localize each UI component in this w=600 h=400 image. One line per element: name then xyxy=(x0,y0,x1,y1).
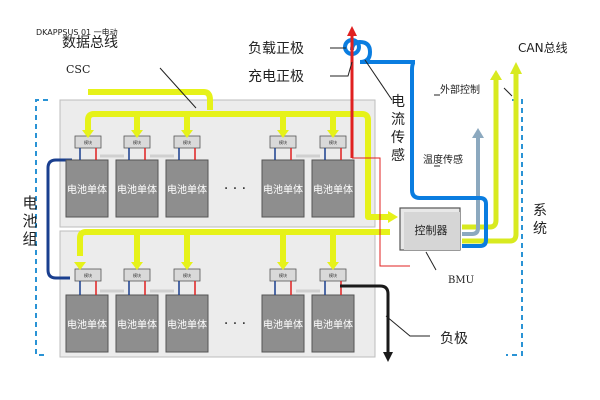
current-sensor-char: 电 xyxy=(391,94,405,110)
system-vertical-label: 系 统 xyxy=(533,203,547,237)
system-char: 系 xyxy=(533,203,547,219)
module-tag: 模块 xyxy=(329,139,337,145)
cell-label: 电池单体 xyxy=(67,318,107,331)
cell-label: 电池单体 xyxy=(313,183,353,196)
data-bus xyxy=(77,89,390,266)
module-tag: 模块 xyxy=(84,272,92,278)
cell xyxy=(165,159,209,218)
module-tag: 模块 xyxy=(183,139,191,145)
module-tag: 模块 xyxy=(133,139,141,145)
current-sensor-char: 传 xyxy=(391,130,405,146)
cell-label: 电池单体 xyxy=(167,183,207,196)
cell xyxy=(65,159,109,218)
negative-arrowhead xyxy=(383,352,393,362)
temp-sense-line xyxy=(462,136,480,236)
lower-cells xyxy=(65,294,355,353)
charge-positive-arrowhead xyxy=(347,26,357,36)
cell-label: 电池单体 xyxy=(263,318,303,331)
cell-label: 电池单体 xyxy=(117,183,157,196)
cell xyxy=(311,294,355,353)
controller-label: 控制器 xyxy=(415,223,448,237)
csc-modules-upper xyxy=(74,135,347,149)
cell xyxy=(261,159,305,218)
charge-positive-label: 充电正极 xyxy=(248,69,304,85)
negative-label: 负极 xyxy=(440,331,468,347)
bmu-sense-line xyxy=(352,157,410,267)
upper-cells xyxy=(65,159,355,218)
system-char: 统 xyxy=(533,221,547,237)
sense-wires xyxy=(79,148,342,295)
top-overlap-label: DKAPPSUS 01 一电动 xyxy=(36,27,118,37)
battery-pack-char: 池 xyxy=(22,212,37,230)
cell xyxy=(65,294,109,353)
temp-sense-arrowhead xyxy=(472,128,484,138)
cell-label: 电池单体 xyxy=(263,183,303,196)
csc-modules-lower xyxy=(74,268,347,282)
load-positive-line xyxy=(350,39,488,248)
cell xyxy=(311,159,355,218)
cell xyxy=(115,159,159,218)
can-bus-label: CAN总线 xyxy=(518,41,568,55)
cell xyxy=(115,294,159,353)
module-tag: 模块 xyxy=(279,139,287,145)
data-bus-arrowheads xyxy=(74,130,398,270)
module-tag: 模块 xyxy=(133,272,141,278)
current-sensor-vertical-label: 电 流 传 感 xyxy=(391,94,405,164)
cell-label: 电池单体 xyxy=(67,183,107,196)
current-sensor-char: 感 xyxy=(391,147,405,164)
module-tag: 模块 xyxy=(329,272,337,278)
temp-sensor-label: 温度传感 xyxy=(423,153,463,166)
data-bus-label: 数据总线 xyxy=(62,35,118,51)
battery-pack-char: 电 xyxy=(22,194,37,212)
csc-label: CSC xyxy=(66,63,90,76)
battery-pack-char: 组 xyxy=(22,230,37,248)
cell-label: 电池单体 xyxy=(313,318,353,331)
pack-link-wire xyxy=(46,158,72,280)
can-bus-arrowheads xyxy=(490,62,522,80)
current-sensor-char: 流 xyxy=(391,112,405,128)
can-bus-lines xyxy=(462,72,519,244)
leader-lines xyxy=(159,47,513,337)
csc-module-tags-lower: 模块 模块 模块 模块 模块 xyxy=(84,272,337,278)
csc-module-tags-upper: 模块 模块 模块 模块 模块 xyxy=(84,139,337,145)
bmu-label: BMU xyxy=(448,275,474,286)
cell-label: 电池单体 xyxy=(167,318,207,331)
module-tag: 模块 xyxy=(279,272,287,278)
external-control-label: 外部控制 xyxy=(440,83,480,96)
ellipsis-lower: · · · xyxy=(224,316,246,332)
cell xyxy=(261,294,305,353)
cell-label: 电池单体 xyxy=(117,318,157,331)
cell xyxy=(165,294,209,353)
load-positive-label: 负载正极 xyxy=(248,41,304,57)
battery-pack-vertical-label: 电 池 组 xyxy=(22,194,37,248)
module-tag: 模块 xyxy=(84,139,92,145)
battery-pack-dashed-border xyxy=(35,99,48,356)
module-tag: 模块 xyxy=(183,272,191,278)
cell-interconnects xyxy=(100,154,320,293)
negative-line xyxy=(340,284,390,356)
ellipsis-upper: · · · xyxy=(224,181,246,197)
controller-box-shadow xyxy=(404,212,460,250)
